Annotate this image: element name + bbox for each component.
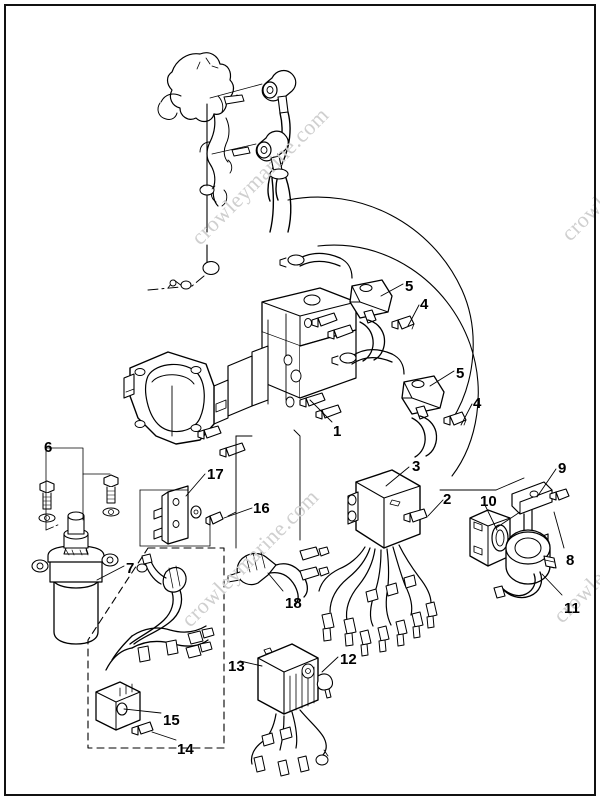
plate-bolt-group xyxy=(197,312,354,458)
callout-number-16: 16 xyxy=(253,500,270,517)
spark-plug-lead-upper xyxy=(209,69,297,202)
mounting-plate-assembly xyxy=(123,287,357,445)
callout-number-15: 15 xyxy=(163,712,180,729)
boot-connector-assembly xyxy=(227,546,330,605)
leader-lines xyxy=(96,283,565,741)
engine-block-outline xyxy=(147,52,251,291)
callout-number-18: 18 xyxy=(285,595,302,612)
callout-number-10: 10 xyxy=(480,493,497,510)
callout-number-9: 9 xyxy=(558,460,567,477)
spark-plug-lead-lower xyxy=(211,130,292,233)
callout-number-4a: 4 xyxy=(420,296,429,313)
callout-number-7: 7 xyxy=(126,560,135,577)
callout-number-2: 2 xyxy=(443,491,452,508)
callout-number-14: 14 xyxy=(177,741,194,758)
callout-number-6: 6 xyxy=(44,439,53,456)
callout-number-1: 1 xyxy=(333,423,342,440)
cowling-phantom-arcs xyxy=(287,196,479,477)
cable-bracket-assembly xyxy=(139,435,237,547)
callout-number-5a: 5 xyxy=(405,278,414,295)
terminal-block-dashed-group xyxy=(87,547,225,749)
callout-number-8: 8 xyxy=(566,552,575,569)
power-pack-assembly xyxy=(318,469,438,657)
callout-number-17: 17 xyxy=(207,466,224,483)
starter-motor-assembly xyxy=(31,447,120,645)
ignition-switch-group xyxy=(469,481,570,599)
ignition-coil-upper xyxy=(279,252,415,362)
callout-number-11: 11 xyxy=(564,600,580,617)
callout-number-12: 12 xyxy=(340,651,357,668)
callout-number-3: 3 xyxy=(412,458,421,475)
callout-number-4b: 4 xyxy=(473,395,482,412)
callout-number-5b: 5 xyxy=(456,365,465,382)
ignition-coil-lower xyxy=(331,349,467,458)
rectifier-assembly xyxy=(250,643,334,777)
callout-number-13: 13 xyxy=(228,658,245,675)
